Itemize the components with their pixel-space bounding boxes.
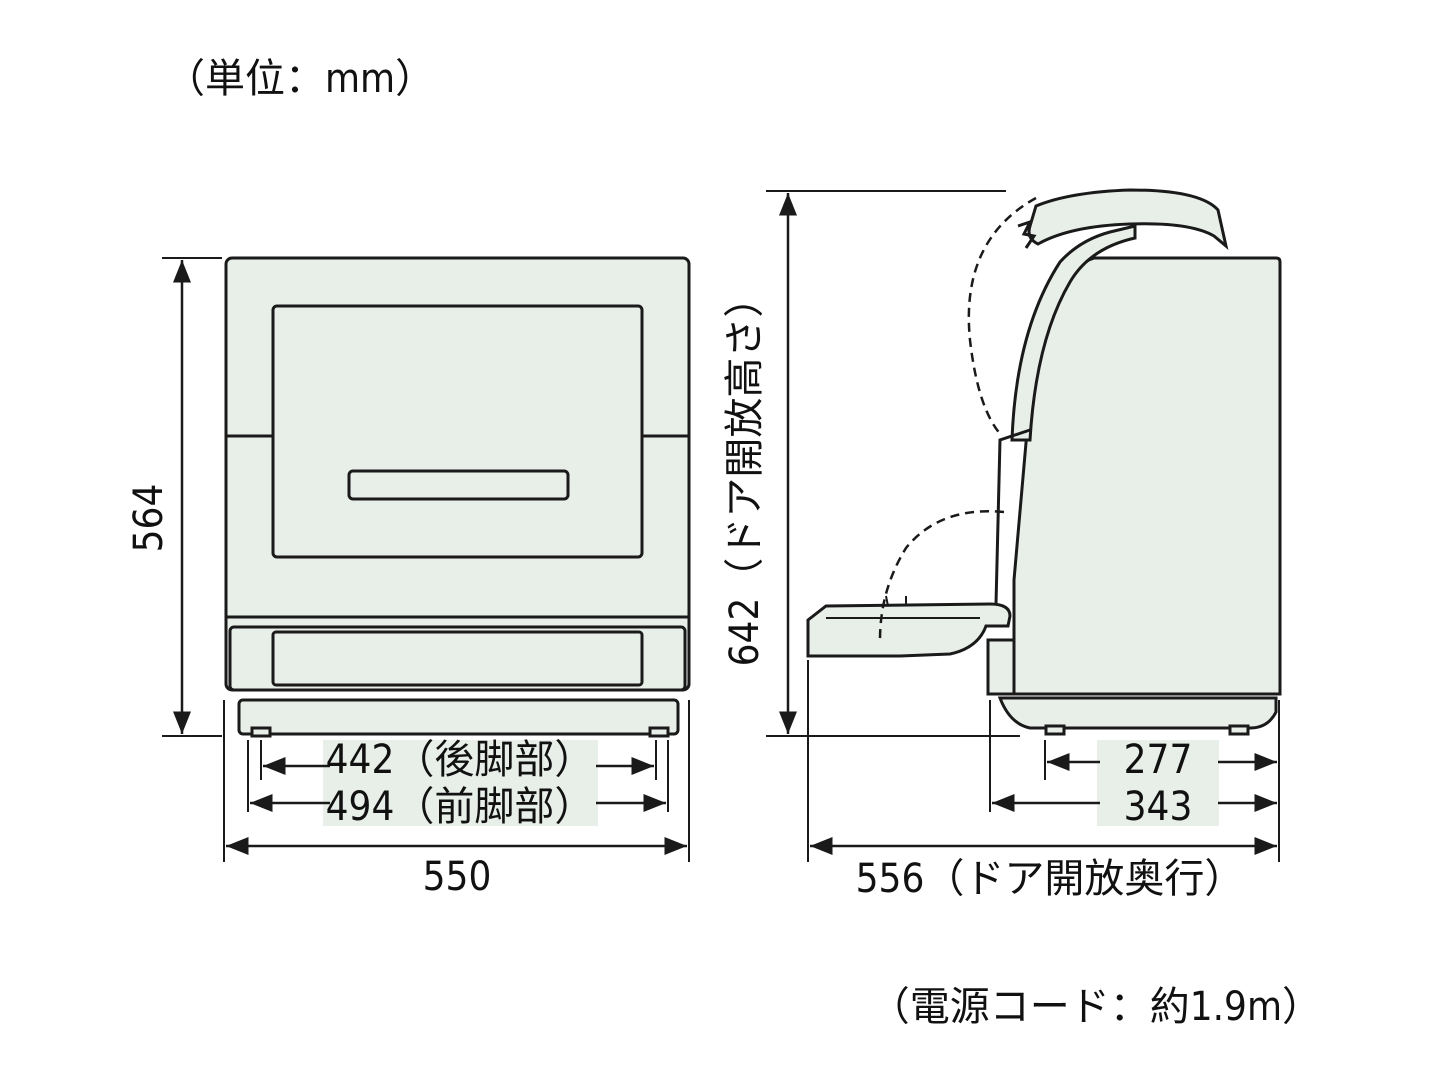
dim-front-feet: 442（後脚部） 494（前脚部） [247,737,669,830]
door-handle [347,469,570,501]
dim-front-width: 550 [223,700,690,900]
front-height-label: 564 [126,484,172,553]
side-open-door [806,602,1012,658]
lid-swing-arc [967,196,1037,437]
cord-note: （電源コード：約1.9m） [870,984,1322,1030]
side-lid-hinge [1017,219,1037,249]
side-view [806,188,1282,736]
side-front-lower [986,638,1016,696]
dim-side-depth: 556（ドア開放奥行） [807,660,1277,902]
side-foot-front [1044,724,1066,736]
dim-front-height: 564 [126,257,222,737]
front-base [237,698,680,736]
front-foot-right [648,726,670,738]
front-foot-left [250,726,272,738]
side-rear-feet-label: 277 [1124,737,1193,783]
rear-feet-label: 442（後脚部） [326,737,595,783]
unit-note: （単位：mm） [165,56,435,102]
side-front-feet-label: 343 [1124,784,1193,830]
front-width-label: 550 [423,854,492,900]
front-door-panel [271,304,644,559]
side-door-arm [1010,224,1137,442]
side-foot-rear [1228,724,1250,736]
side-depth-label: 556（ドア開放奥行） [856,856,1245,902]
side-base [997,696,1278,730]
dim-side-height: 642（ドア開放高さ） [722,190,1020,737]
side-body [1012,256,1282,696]
side-height-label: 642（ドア開放高さ） [722,278,768,667]
door-swing-arc [878,510,1005,641]
front-feet-label: 494（前脚部） [326,784,595,830]
dim-side-feet: 277 343 [989,700,1280,862]
front-drawer-panel [271,630,644,687]
front-view [224,256,691,738]
side-feet-label-bg [1097,740,1219,826]
side-open-lid [1027,188,1229,250]
front-feet-label-bg [323,740,598,826]
